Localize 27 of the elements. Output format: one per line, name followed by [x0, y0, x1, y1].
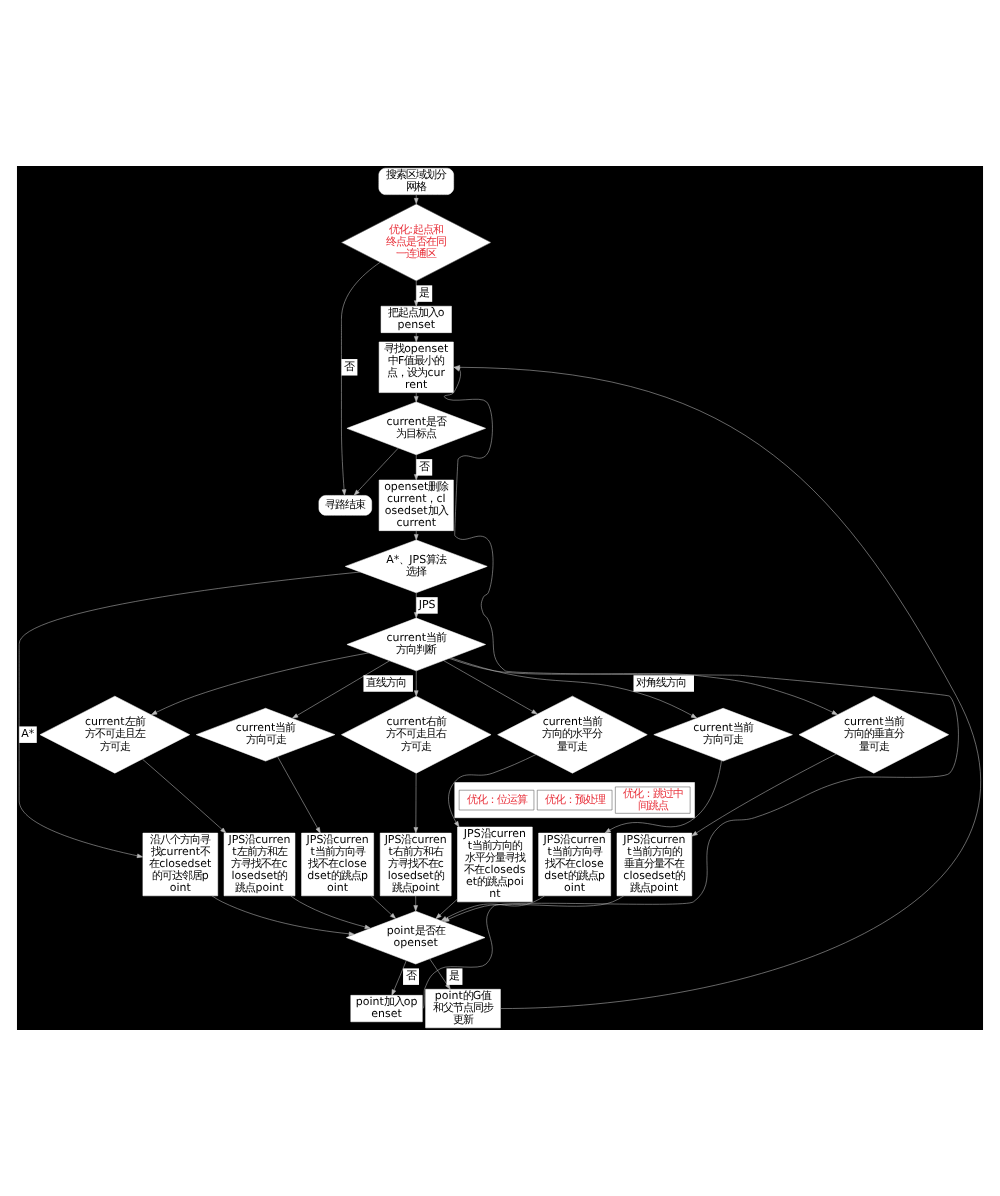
arrow: [414, 332, 419, 343]
arrow: [414, 392, 419, 403]
arrow: [414, 280, 419, 307]
arrow: [435, 898, 458, 919]
arrow: [151, 652, 370, 715]
arrow: [414, 194, 419, 205]
arrow: [370, 895, 396, 919]
arrow: [413, 895, 418, 912]
arrow: [691, 753, 837, 837]
arrow: [443, 895, 625, 922]
arrow: [414, 454, 419, 481]
arrow: [449, 658, 838, 715]
arrow: [429, 958, 451, 990]
arrow: [353, 447, 399, 496]
arrow: [414, 592, 419, 619]
arrow: [414, 530, 419, 541]
arrow: [277, 756, 321, 834]
arrow: [413, 772, 419, 834]
arrow: [414, 670, 419, 697]
arrow: [142, 758, 227, 834]
arrow: [211, 895, 355, 937]
arrow: [443, 660, 538, 715]
arrow: [440, 895, 545, 922]
arrow: [604, 760, 722, 834]
arrow: [292, 660, 390, 719]
arrow: [290, 895, 371, 930]
arrow: [391, 960, 407, 996]
